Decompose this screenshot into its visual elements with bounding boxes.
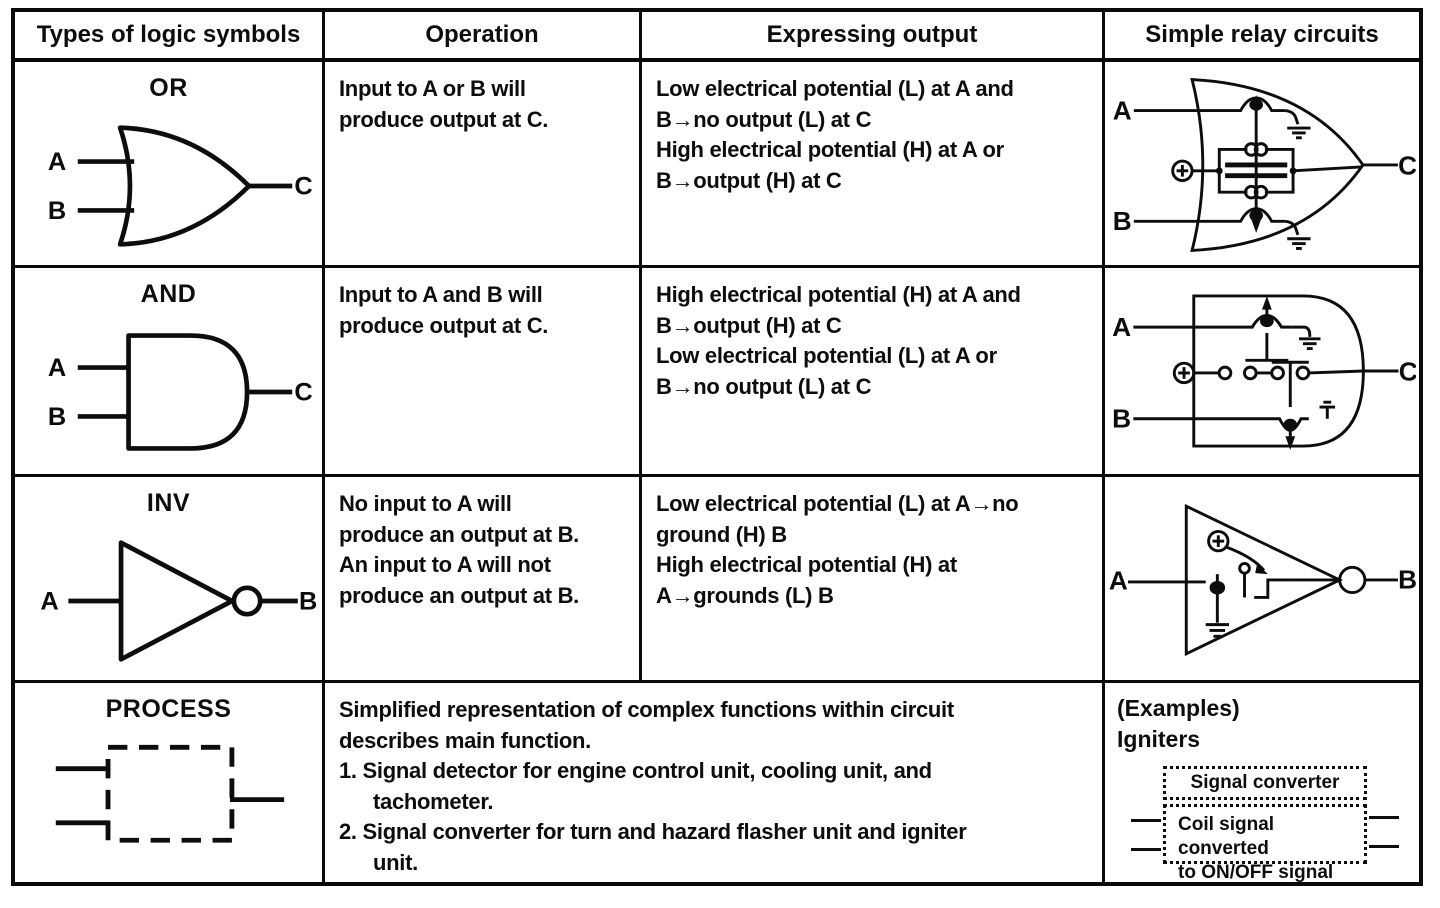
text-line: Input to A or B will [339,76,526,101]
text-line: A→grounds (L) B [656,582,834,608]
text-line: produce output at C. [339,312,549,338]
wire-stub [1131,819,1161,822]
or-gate-name: OR [149,74,188,102]
signal-converter-label: Signal converter [1190,772,1340,793]
power-source-icon [1207,529,1230,553]
or-relay-cell: A B C [1105,62,1419,268]
output-c-label: C [294,378,312,406]
input-a-label: A [40,587,58,615]
wire-stub [1369,816,1399,819]
text-line: describes main function. [339,727,591,753]
and-relay-cell: A B C [1105,268,1419,477]
logic-symbols-table: Types of logic symbols Operation Express… [11,8,1423,886]
igniters-label: Igniters [1117,726,1201,752]
text-line: 2. Signal converter for turn and hazard … [339,819,967,844]
power-source-icon [1171,159,1194,182]
text-line: produce an output at B. [339,582,579,608]
or-symbol-cell: OR A B C [15,62,325,268]
text-line: B→output (H) at C [656,167,842,193]
or-operation-cell: Input to A or B will produce output at C… [325,62,642,268]
or-gate-diagram: A B C [47,125,312,247]
text-line: Low electrical potential (L) at A or [656,343,997,368]
inv-relay-circuit-diagram: A B [1109,503,1416,657]
text-line: B→no output (L) at C [656,373,872,399]
coil-signal-line1: Coil signal converted [1178,814,1275,859]
input-a-label: A [47,354,65,382]
process-operation-cell: Simplified representation of complex fun… [325,683,1105,882]
input-a-label: A [1113,95,1132,125]
igniter-diagram: Signal converter Coil signal converted t… [1131,766,1399,882]
power-source-icon [1172,361,1196,385]
text-line: High electrical potential (H) at [656,552,957,577]
input-a-label: A [47,148,65,176]
and-symbol-cell: AND A B C [15,268,325,477]
coil-signal-box: Coil signal converted to ON/OFF signal [1163,804,1367,882]
text-line: produce an output at B. [339,521,579,547]
text-line: tachometer. [373,788,494,814]
output-c-label: C [294,172,312,200]
text-line: ground (H) B [656,521,787,547]
header-simple-relay-circuits: Simple relay circuits [1105,12,1419,62]
process-name: PROCESS [105,695,232,723]
output-b-label: B [1398,565,1416,595]
output-c-label: C [1398,151,1416,181]
text-line: High electrical potential (H) at A or [656,137,1004,162]
process-example-cell: (Examples) Igniters Signal converter Coi… [1105,683,1419,882]
text-line: B→output (H) at C [656,312,842,338]
coil-signal-line2: to ON/OFF signal [1178,862,1334,882]
text-line: Input to A and B will [339,282,543,307]
or-output-cell: Low electrical potential (L) at A and B→… [642,62,1105,268]
output-c-label: C [1399,357,1416,387]
inv-gate-name: INV [146,489,191,517]
text-line: 1. Signal detector for engine control un… [339,758,932,783]
signal-converter-box: Signal converter [1163,766,1367,800]
input-b-label: B [1113,206,1132,236]
and-operation-cell: Input to A and B will produce output at … [325,268,642,477]
inv-operation-cell: No input to A will produce an output at … [325,477,642,683]
text-line: Simplified representation of complex fun… [339,697,954,722]
inverter-bubble [1338,565,1367,595]
text-line: Low electrical potential (L) at A and [656,76,1014,101]
text-line: Low electrical potential (L) at A→no [656,491,1019,516]
inv-symbol-cell: INV A B [15,477,325,683]
input-a-label: A [1109,566,1128,596]
input-a-label: A [1112,312,1131,342]
text-line: produce output at C. [339,106,549,132]
output-b-label: B [299,587,317,615]
text-line: High electrical potential (H) at A and [656,282,1021,307]
and-output-cell: High electrical potential (H) at A and B… [642,268,1105,477]
header-operation: Operation [325,12,642,62]
and-relay-circuit-diagram: A B C [1112,294,1416,450]
and-gate-name: AND [140,280,197,308]
wire-stub [1369,845,1399,848]
and-gate-diagram: A B C [47,333,312,451]
inverter-bubble [231,585,263,617]
inv-relay-cell: A B [1105,477,1419,683]
process-symbol-cell: PROCESS [15,683,325,882]
input-b-label: B [1112,404,1131,434]
text-line: unit. [373,849,418,875]
header-types-of-logic-symbols: Types of logic symbols [15,12,325,62]
inv-gate-diagram: A B [40,540,317,662]
text-line: B→no output (L) at C [656,106,872,132]
examples-label: (Examples) [1117,695,1240,721]
inv-output-cell: Low electrical potential (L) at A→no gro… [642,477,1105,683]
text-line: An input to A will not [339,552,551,577]
process-box-diagram [55,744,284,843]
text-line: No input to A will [339,491,512,516]
input-b-label: B [47,403,65,431]
wire-stub [1131,848,1161,851]
header-expressing-output: Expressing output [642,12,1105,62]
input-b-label: B [47,197,65,225]
or-relay-circuit-diagram: A B C [1113,77,1416,252]
